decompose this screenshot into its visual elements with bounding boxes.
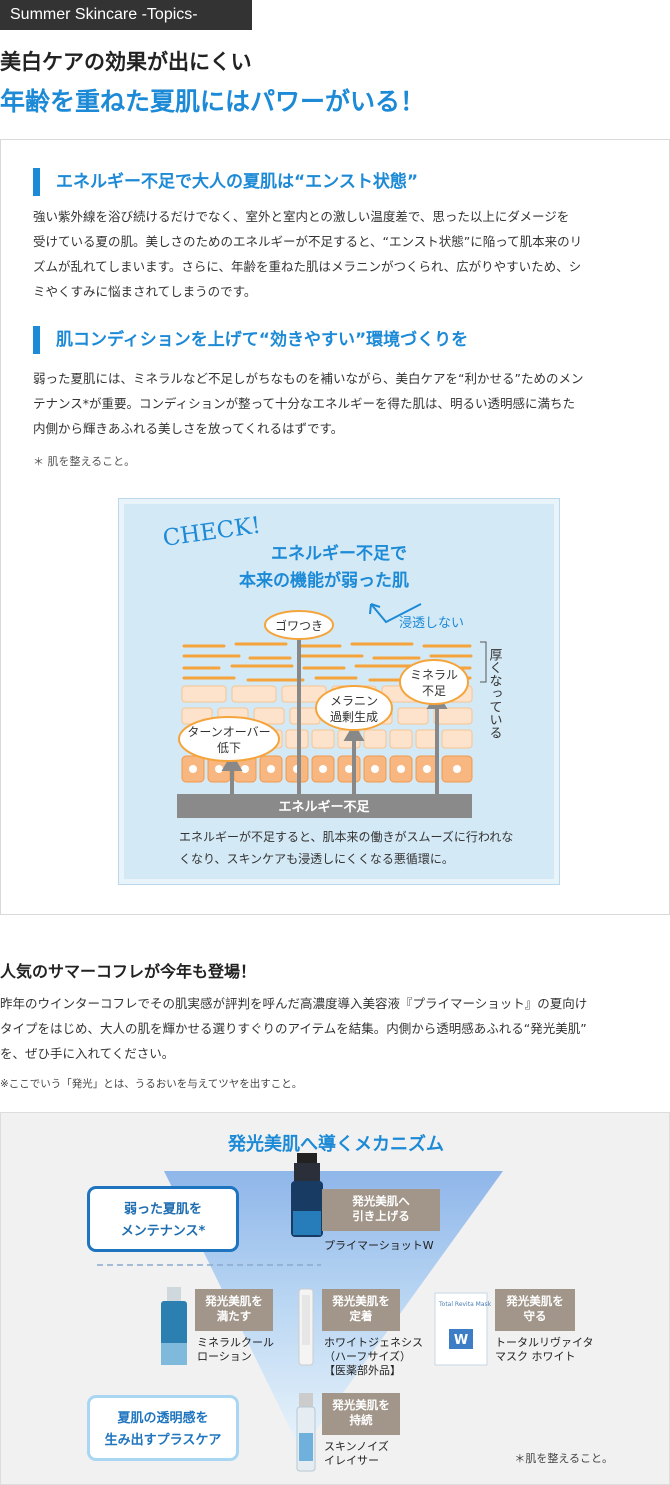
svg-text:W: W (454, 1333, 468, 1348)
product-tag: 発光美肌へ 引き上げる (322, 1189, 440, 1231)
section2-line: テナンス*が重要。コンディションが整って十分なエネルギーを得た肌は、明るい透明感… (33, 396, 576, 411)
bottle-mineral-lotion (161, 1287, 187, 1365)
section2-line: 弱った夏肌には、ミネラルなど不足しがちなものを補いながら、美白ケアを“利かせる”… (33, 371, 584, 386)
section2-heading: 肌コンディションを上げて“効きやすい”環境づくりを (33, 326, 468, 354)
pill-maintenance: 弱った夏肌を メンテナンス* (87, 1186, 239, 1252)
product-tag-line2: 満たす (216, 1309, 252, 1323)
headline-line1: 美白ケアの効果が出にくい (0, 50, 252, 74)
mineral-label-2: 不足 (422, 684, 446, 698)
headline-line2: 年齢を重ねた夏肌にはパワーがいる！ (0, 87, 426, 116)
pill-plus-care-line1: 夏肌の透明感を (117, 1411, 209, 1426)
section3-heading: 人気のサマーコフレが今年も登場！ (0, 962, 257, 981)
check-badge: CHECK! (161, 512, 262, 551)
section3-note: ※ここでいう「発光」とは、うるおいを与えてツヤを出すこと。 (0, 1078, 303, 1090)
product-tag-line2: 守る (523, 1309, 547, 1323)
section1-paragraph: 強い紫外線を浴び続けるだけでなく、室外と室内との激しい温度差で、思った以上にダメ… (33, 204, 643, 304)
skin-illustration: CHECK! エネルギー不足で 本来の機能が弱った肌 浸透しない 厚くなっている (161, 512, 503, 818)
section3-paragraph: 昨年のウインターコフレでその肌実感が評判を呼んだ高濃度導入美容液『プライマーショ… (0, 991, 668, 1066)
section3-line: を、ぜひ手に入れてください。 (0, 1046, 175, 1061)
pill-plus-care: 夏肌の透明感を 生み出すプラスケア (87, 1395, 239, 1461)
product-tag-line2: 定着 (349, 1309, 373, 1323)
product-name: ミネラルクール ローション (197, 1336, 274, 1364)
mechanism-note: ＊肌を整えること。 (514, 1452, 613, 1465)
product-name-line: イレイサー (324, 1454, 379, 1467)
product-name: スキンノイズ イレイサー (324, 1440, 389, 1468)
bottle-skin-noise-eraser (296, 1393, 316, 1472)
section1-line: 強い紫外線を浴び続けるだけでなく、室外と室内との激しい温度差で、思った以上にダメ… (33, 209, 570, 224)
product-name-line: トータルリヴァイタ (495, 1336, 594, 1349)
product-tag-line1: 発光美肌を (205, 1294, 263, 1308)
bounce-arrow-icon (370, 603, 422, 624)
arrowhead-icon (369, 603, 381, 615)
product-tag: 発光美肌を 持続 (322, 1393, 400, 1435)
pill-maintenance-line2: メンテナンス* (120, 1224, 206, 1239)
product-tag-line1: 発光美肌を (332, 1294, 390, 1308)
energy-bar-label: エネルギー不足 (278, 799, 370, 815)
product-tag: 発光美肌を 定着 (322, 1289, 400, 1331)
section2-paragraph: 弱った夏肌には、ミネラルなど不足しがちなものを補いながら、美白ケアを“利かせる”… (33, 366, 643, 441)
section2-note: ＊ 肌を整えること。 (33, 455, 136, 468)
article-box: エネルギー不足で大人の夏肌は“エンスト状態” 強い紫外線を浴び続けるだけでなく、… (0, 139, 670, 915)
product-name: ホワイトジェネシス （ハーフサイズ） 【医薬部外品】 (324, 1336, 423, 1378)
thick-bracket (480, 641, 487, 683)
mechanism-title: 発光美肌へ導くメカニズム (228, 1134, 444, 1155)
product-name-line: （ハーフサイズ） (324, 1350, 412, 1363)
check-title-line2: 本来の機能が弱った肌 (239, 570, 409, 591)
check-diagram: CHECK! エネルギー不足で 本来の機能が弱った肌 浸透しない 厚くなっている (118, 498, 560, 885)
mechanism-panel: Total Revita Mask W 発光美肌へ導くメカニズム 弱った夏肌を … (0, 1112, 670, 1485)
pill-maintenance-line1: 弱った夏肌を (123, 1202, 202, 1217)
product-name-line: ホワイトジェネシス (324, 1336, 423, 1349)
energy-bar (177, 794, 472, 818)
gowatsuki-label: ゴワつき (275, 618, 323, 633)
product-tag: 発光美肌を 守る (495, 1289, 575, 1331)
section3-line: タイプをはじめ、大人の肌を輝かせる選りすぐりのアイテムを結集。内側から透明感あふ… (0, 1021, 587, 1036)
thick-label: 厚くなっている (487, 648, 503, 739)
product-name-line: ローション (197, 1350, 252, 1363)
topic-tag: Summer Skincare -Topics- (0, 0, 252, 30)
turnover-label-2: 低下 (217, 741, 241, 755)
product-name-line: マスク ホワイト (495, 1350, 576, 1363)
product-tag: 発光美肌を 満たす (195, 1289, 273, 1331)
product-tag-line2: 引き上げる (352, 1209, 410, 1223)
section2-line: 内側から輝きあふれる美しさを放ってくれるはずです。 (33, 421, 344, 436)
product-tag-line2: 持続 (349, 1413, 373, 1427)
product-name-line: スキンノイズ (324, 1440, 389, 1453)
product-name: プライマーショットW (324, 1239, 434, 1252)
bottle-white-genesis (298, 1288, 314, 1366)
check-title-line1: エネルギー不足で (271, 544, 407, 564)
section1-heading: エネルギー不足で大人の夏肌は“エンスト状態” (33, 168, 418, 196)
label-bubbles (178, 610, 469, 762)
product-tag-line1: 発光美肌へ (352, 1194, 410, 1208)
product-name-line: 【医薬部外品】 (324, 1364, 401, 1377)
product-name: トータルリヴァイタ マスク ホワイト (495, 1336, 594, 1364)
melanin-label-2: 過剰生成 (330, 710, 378, 724)
bottle-primer-shot (291, 1153, 323, 1237)
product-tag-line1: 発光美肌を (332, 1398, 390, 1412)
sachet-mask: Total Revita Mask W (434, 1292, 492, 1366)
section1-line: 受けている夏の肌。美しさのためのエネルギーが不足すると、“エンスト状態”に陥って… (33, 234, 583, 249)
pill-plus-care-line2: 生み出すプラスケア (104, 1433, 222, 1448)
no-penetration-label: 浸透しない (399, 616, 464, 631)
turnover-label-1: ターンオーバー (187, 725, 270, 739)
section1-line: ミやくすみに悩まされてしまうのです。 (33, 284, 257, 299)
product-name-line: ミネラルクール (197, 1336, 274, 1349)
product-tag-line1: 発光美肌を (506, 1294, 564, 1308)
mineral-label-1: ミネラル (410, 668, 458, 682)
check-caption: エネルギーが不足すると、肌本来の働きがスムーズに行われなくなり、スキンケアも浸透… (179, 830, 514, 866)
section3-line: 昨年のウインターコフレでその肌実感が評判を呼んだ高濃度導入美容液『プライマーショ… (0, 996, 588, 1011)
mask-brand-text: Total Revita Mask (438, 1301, 492, 1308)
horny-layer (182, 642, 473, 682)
melanin-label-1: メラニン (330, 694, 378, 708)
section1-line: ズムが乱れてしまいます。さらに、年齢を重ねた肌はメラニンがつくられ、広がりやすい… (33, 259, 582, 274)
